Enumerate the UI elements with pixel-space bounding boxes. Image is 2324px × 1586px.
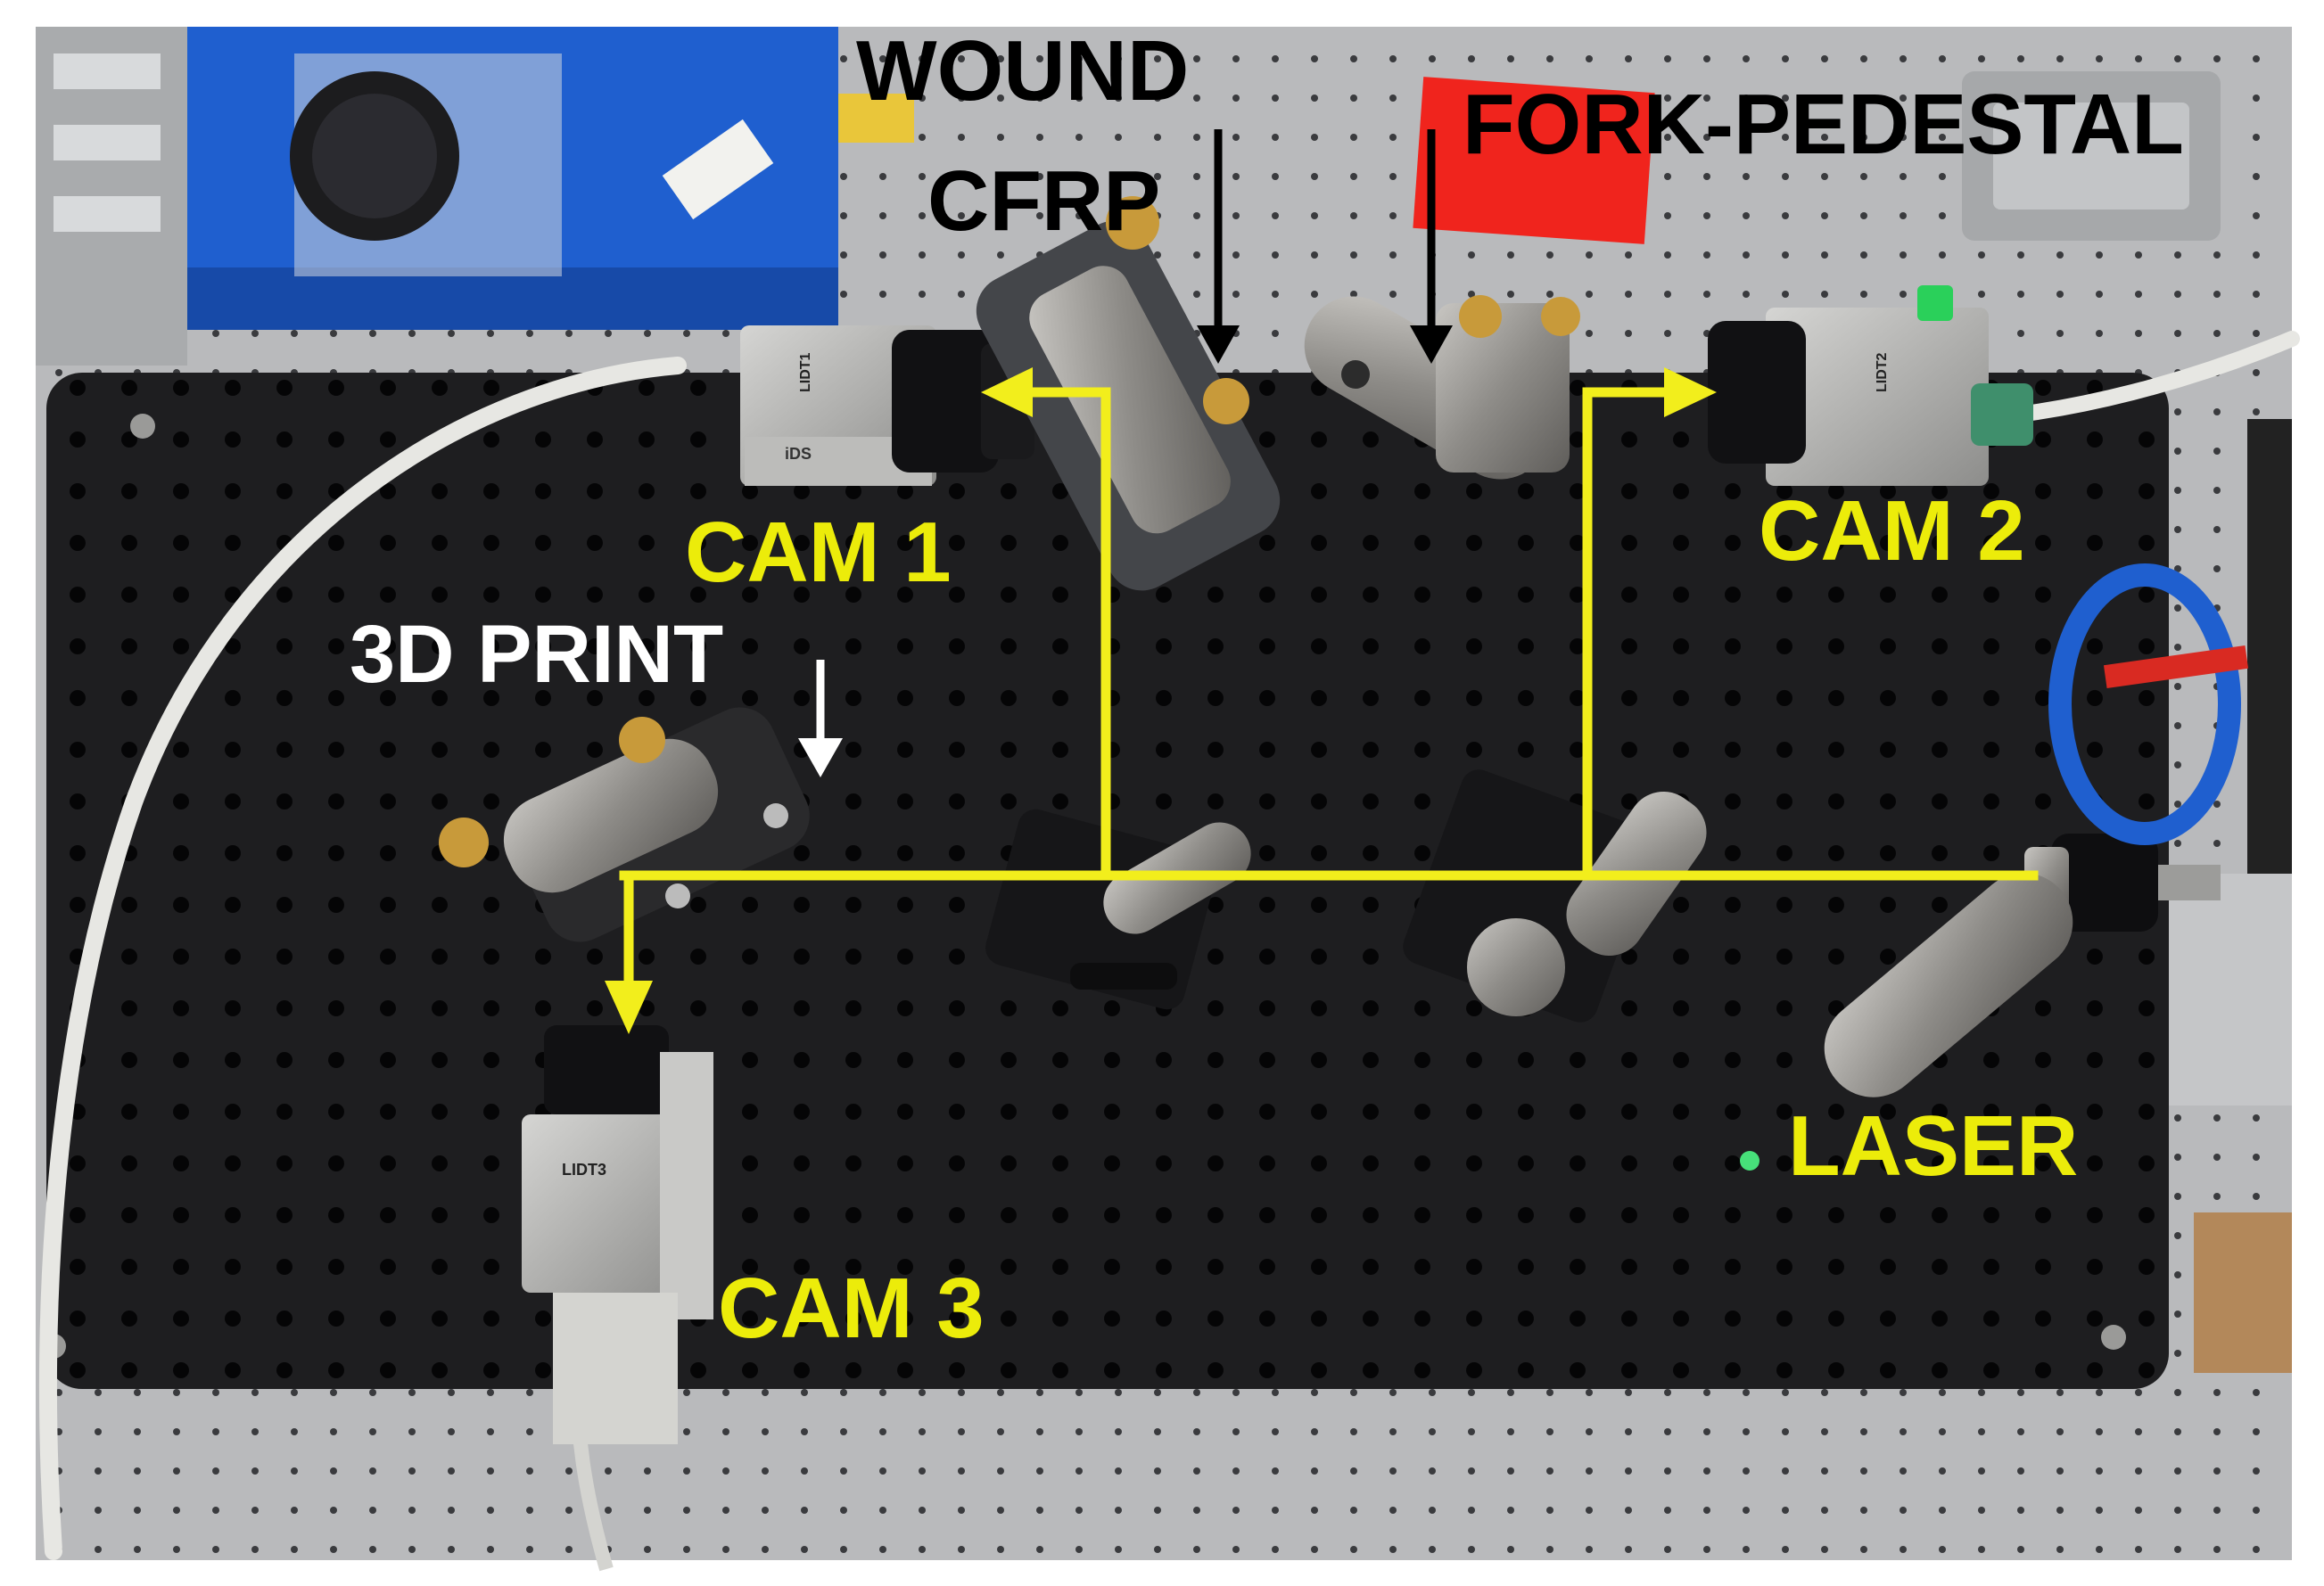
- ethernet-cable: [39, 357, 687, 1560]
- beam-arrowheads: [605, 367, 1717, 1034]
- camera-1-brand: iDS: [785, 445, 812, 463]
- 3d-print-mount: [439, 707, 810, 942]
- pointer-arrow-fork-pedestal: [1410, 129, 1453, 364]
- laser-source: [1824, 563, 2249, 1097]
- beam-arrowhead-cam2: [1664, 367, 1717, 417]
- wound-cfrp-mount: [976, 196, 1281, 591]
- camera-2: LIDT2: [1708, 285, 2033, 486]
- label-cam-2: CAM 2: [1759, 483, 2025, 579]
- fork-pedestal-mount: [1304, 295, 1580, 480]
- yellow-tape: [838, 94, 914, 143]
- laser-dot-indicator: [1740, 1151, 1759, 1171]
- label-3d-print: 3D PRINT: [350, 609, 723, 700]
- camera-3: LIDT3: [522, 1025, 713, 1444]
- pointer-arrow-wound-cfrp: [1197, 129, 1240, 364]
- blue-storage-bin: [178, 27, 838, 330]
- camera-2-tag: LIDT2: [1875, 352, 1890, 392]
- beam-path: [619, 387, 2039, 995]
- camera-1: LIDT1 iDS: [740, 325, 1034, 486]
- label-cfrp: CFRP: [927, 153, 1160, 249]
- left-metal-clutter: [36, 27, 187, 366]
- label-wound: WOUND: [856, 23, 1189, 119]
- label-fork-pedestal: FORK-PEDESTAL: [1463, 77, 2184, 172]
- beam-arrowhead-cam3: [605, 981, 653, 1034]
- beam-arrowhead-cam1: [981, 367, 1033, 417]
- pointer-arrow-3d-print: [798, 660, 843, 777]
- label-cam-3: CAM 3: [718, 1261, 985, 1356]
- camera-3-tag: LIDT3: [562, 1161, 606, 1179]
- red-paper-tag: [1413, 77, 1655, 244]
- label-laser: LASER: [1788, 1098, 2078, 1194]
- camera-1-tag: LIDT1: [798, 352, 813, 392]
- label-cam-1: CAM 1: [685, 505, 952, 600]
